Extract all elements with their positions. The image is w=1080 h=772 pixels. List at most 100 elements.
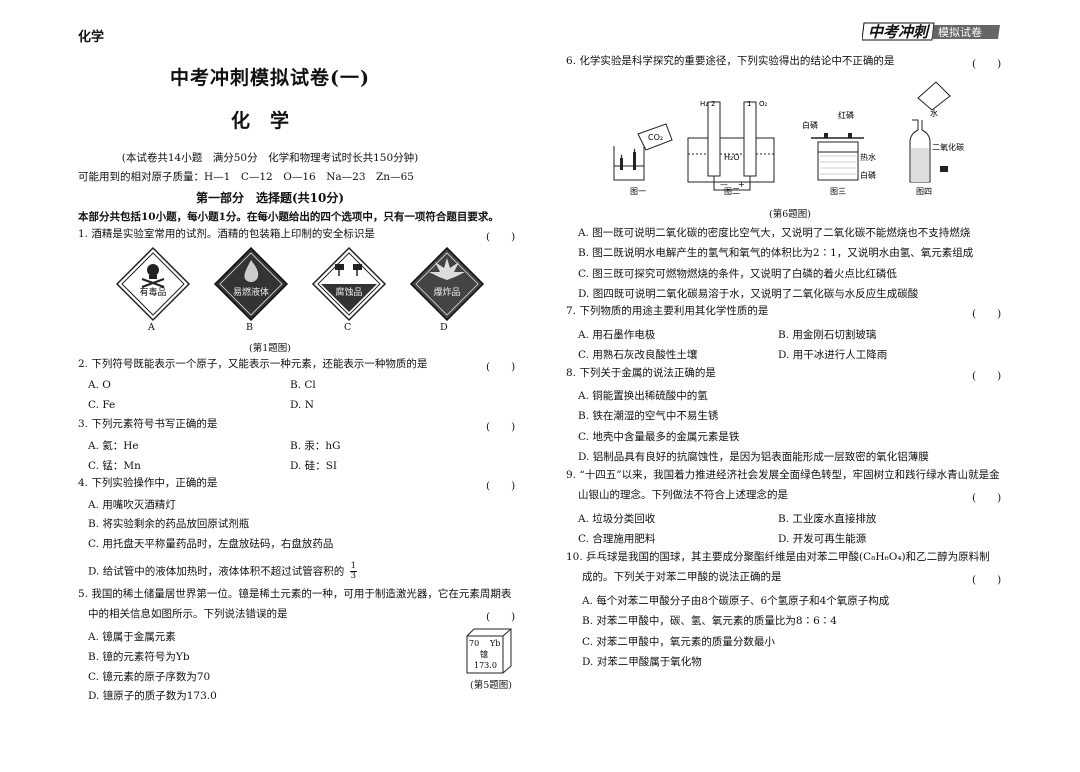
q10-option-b[interactable]: B. 对苯二甲酸中，碳、氢、氧元素的质量比为8∶6∶4 [582,615,837,627]
q2-option-a[interactable]: A. O [88,379,111,391]
q1-caption: (第1题图) [249,343,291,354]
q1-letter-a: A [148,322,155,333]
q3-option-d[interactable]: D. 硅：SI [290,460,338,472]
q3-option-b[interactable]: B. 汞：hG [290,440,341,452]
subject-tag: 化学 [78,30,105,45]
fig2-h2o-label: H₂O [724,153,740,162]
q4-answer-paren[interactable]: ( ) [486,480,516,492]
q10-option-d[interactable]: D. 对苯二甲酸属于氧化物 [582,656,702,668]
q9-stem-line1: 9. “十四五”以来，我国着力推进经济社会发展全面绿色转型，牢固树立和践行绿水青… [566,469,1000,481]
q6-option-d[interactable]: D. 图四既可说明二氧化碳易溶于水，又说明了二氧化碳与水反应生成碳酸 [578,288,919,300]
q2-option-c[interactable]: C. Fe [88,399,116,411]
q8-answer-paren[interactable]: ( ) [972,370,1002,382]
q9-option-c[interactable]: C. 合理施用肥料 [578,533,656,545]
q1-letter-c: C [344,322,352,333]
subject-title: 化学 [230,110,309,132]
fig3-hot-water-label: 热水 [860,152,876,162]
q6-stem: 6. 化学实验是科学探究的重要途径，下列实验得出的结论中不正确的是 [566,55,895,67]
q5-option-c[interactable]: C. 镱元素的原子序数为70 [88,671,211,683]
toxic-sign-label: 有毒品 [139,288,167,298]
q2-option-d[interactable]: D. N [290,399,314,411]
fig1-co2-candles: CO₂ [613,123,673,181]
q5-option-b[interactable]: B. 镱的元素符号为Yb [88,651,190,663]
q10-answer-paren[interactable]: ( ) [972,574,1002,586]
q6-option-b[interactable]: B. 图二既说明水电解产生的氢气和氧气的体积比为2∶1，又说明水由氢、氧元素组成 [578,247,974,259]
instructions: 本部分共包括10小题，每小题1分。在每小题给出的四个选项中，只有一项符合题目要求… [78,211,499,223]
q4-option-d[interactable]: D. 给试管中的液体加热时，液体体积不超过试管容积的 1 3 [88,562,357,581]
q5-caption: (第5题图) [470,680,512,691]
q8-option-d[interactable]: D. 铝制品具有良好的抗腐蚀性，是因为铝表面能形成一层致密的氧化铝薄膜 [578,451,929,463]
fig3-white-p2-label: 白磷 [860,170,876,180]
q4-option-a[interactable]: A. 用嘴吹灭酒精灯 [88,499,176,511]
exam-title: 中考冲刺模拟试卷(一) [170,67,370,89]
q7-answer-paren[interactable]: ( ) [972,308,1002,320]
q9-stem-line2: 山银山的理念。下列做法不符合上述理念的是 [578,489,788,501]
q7-option-d[interactable]: D. 用干冰进行人工降雨 [778,349,888,361]
fig4-water-label: 水 [930,108,938,118]
q7-option-a[interactable]: A. 用石墨作电极 [578,329,656,341]
q9-option-b[interactable]: B. 工业废水直接排放 [778,513,877,525]
fig2-h2-label: H₂ [700,100,708,108]
q4-fraction-num: 1 [349,561,357,572]
cell-number: 70 [469,639,479,648]
q1-answer-paren[interactable]: ( ) [486,231,516,243]
cell-name: 镱 [480,649,488,659]
q10-stem-line2: 成的。下列关于对苯二甲酸的说法正确的是 [582,571,782,583]
q9-option-a[interactable]: A. 垃圾分类回收 [578,513,656,525]
fig2-plus: + [738,180,745,189]
q6-answer-paren[interactable]: ( ) [972,58,1002,70]
q9-option-d[interactable]: D. 开发可再生能源 [778,533,867,545]
q10-option-c[interactable]: C. 对苯二甲酸中，氧元素的质量分数最小 [582,636,775,648]
fig2-caption: 图二 [724,187,740,196]
fig3-caption: 图三 [830,187,846,196]
q4-fraction: 1 3 [349,561,357,581]
q5-stem-line2: 中的相关信息如图所示。下列说法错误的是 [88,608,288,620]
fig1-caption: 图一 [630,187,646,196]
fig1-co2-label: CO₂ [648,133,663,142]
corrosive-sign-label: 腐蚀品 [335,288,363,298]
q4-stem: 4. 下列实验操作中，正确的是 [78,477,218,489]
brand-sub-text: 模拟试卷 [938,25,982,39]
q4-option-c[interactable]: C. 用托盘天平称量药品时，左盘放砝码，右盘放药品 [88,538,334,550]
brand-text: 中考冲刺 [868,23,931,41]
fig4-caption: 图四 [916,187,932,196]
fig2-o2-ratio: 1 [747,100,751,108]
q1-stem: 1. 酒精是实验室常用的试剂。酒精的包装箱上印制的安全标识是 [78,228,375,240]
q6-option-c[interactable]: C. 图三既可探究可燃物燃烧的条件，又说明了白磷的着火点比红磷低 [578,268,897,280]
q3-stem: 3. 下列元素符号书写正确的是 [78,418,218,430]
q7-option-c[interactable]: C. 用熟石灰改良酸性土壤 [578,349,698,361]
element-cell-ytterbium: 70 Yb 镱 173.0 [466,628,512,678]
q6-option-a[interactable]: A. 图一既可说明二氧化碳的密度比空气大，又说明了二氧化碳不能燃烧也不支持燃烧 [578,227,971,239]
q8-stem: 8. 下列关于金属的说法正确的是 [566,367,716,379]
q8-option-b[interactable]: B. 铁在潮湿的空气中不易生锈 [578,410,719,422]
q2-option-b[interactable]: B. Cl [290,379,316,391]
cell-mass: 173.0 [474,661,497,670]
q4-option-d-text: D. 给试管中的液体加热时，液体体积不超过试管容积的 [88,565,345,578]
q3-answer-paren[interactable]: ( ) [486,421,516,433]
q10-option-a[interactable]: A. 每个对苯二甲酸分子由8个碳原子、6个氢原子和4个氧原子构成 [582,595,890,607]
q6-figures: CO₂ H₂ 2 1 O₂ H₂O — + 白磷 红磷 热水 [606,74,996,208]
fig2-h2-ratio: 2 [711,100,715,108]
explosive-sign-label: 爆炸品 [433,288,461,298]
q10-stem-line1: 10. 乒乓球是我国的国球，其主要成分聚酯纤维是由对苯二甲酸(C₈H₆O₄)和乙… [566,551,990,563]
q5-answer-paren[interactable]: ( ) [486,611,516,623]
cell-symbol: Yb [489,639,500,648]
fig4-co2-label: 二氧化碳 [932,142,964,152]
q4-option-b[interactable]: B. 将实验剩余的药品放回原试剂瓶 [88,518,250,530]
q2-stem: 2. 下列符号既能表示一个原子，又能表示一种元素，还能表示一种物质的是 [78,358,428,370]
fig4-bottle: 水 二氧化碳 [909,81,964,183]
q9-answer-paren[interactable]: ( ) [972,492,1002,504]
fig2-electrolysis: H₂ 2 1 O₂ H₂O — + [687,100,775,191]
fig3-white-p-label: 白磷 [802,120,818,130]
q3-option-a[interactable]: A. 氦：He [88,440,139,452]
q3-option-c[interactable]: C. 锰：Mn [88,460,141,472]
q8-option-c[interactable]: C. 地壳中含量最多的金属元素是铁 [578,431,740,443]
q5-option-a[interactable]: A. 镱属于金属元素 [88,631,176,643]
q6-caption: (第6题图) [769,209,811,220]
q2-answer-paren[interactable]: ( ) [486,361,516,373]
q7-option-b[interactable]: B. 用金刚石切割玻璃 [778,329,877,341]
q8-option-a[interactable]: A. 铜能置换出稀硫酸中的氢 [578,390,708,402]
part-one-heading: 第一部分 选择题(共10分) [195,191,345,205]
q5-option-d[interactable]: D. 镱原子的质子数为173.0 [88,690,217,702]
q5-stem-line1: 5. 我国的稀土储量居世界第一位。镱是稀土元素的一种，可用于制造激光器，它在元素… [78,588,512,600]
